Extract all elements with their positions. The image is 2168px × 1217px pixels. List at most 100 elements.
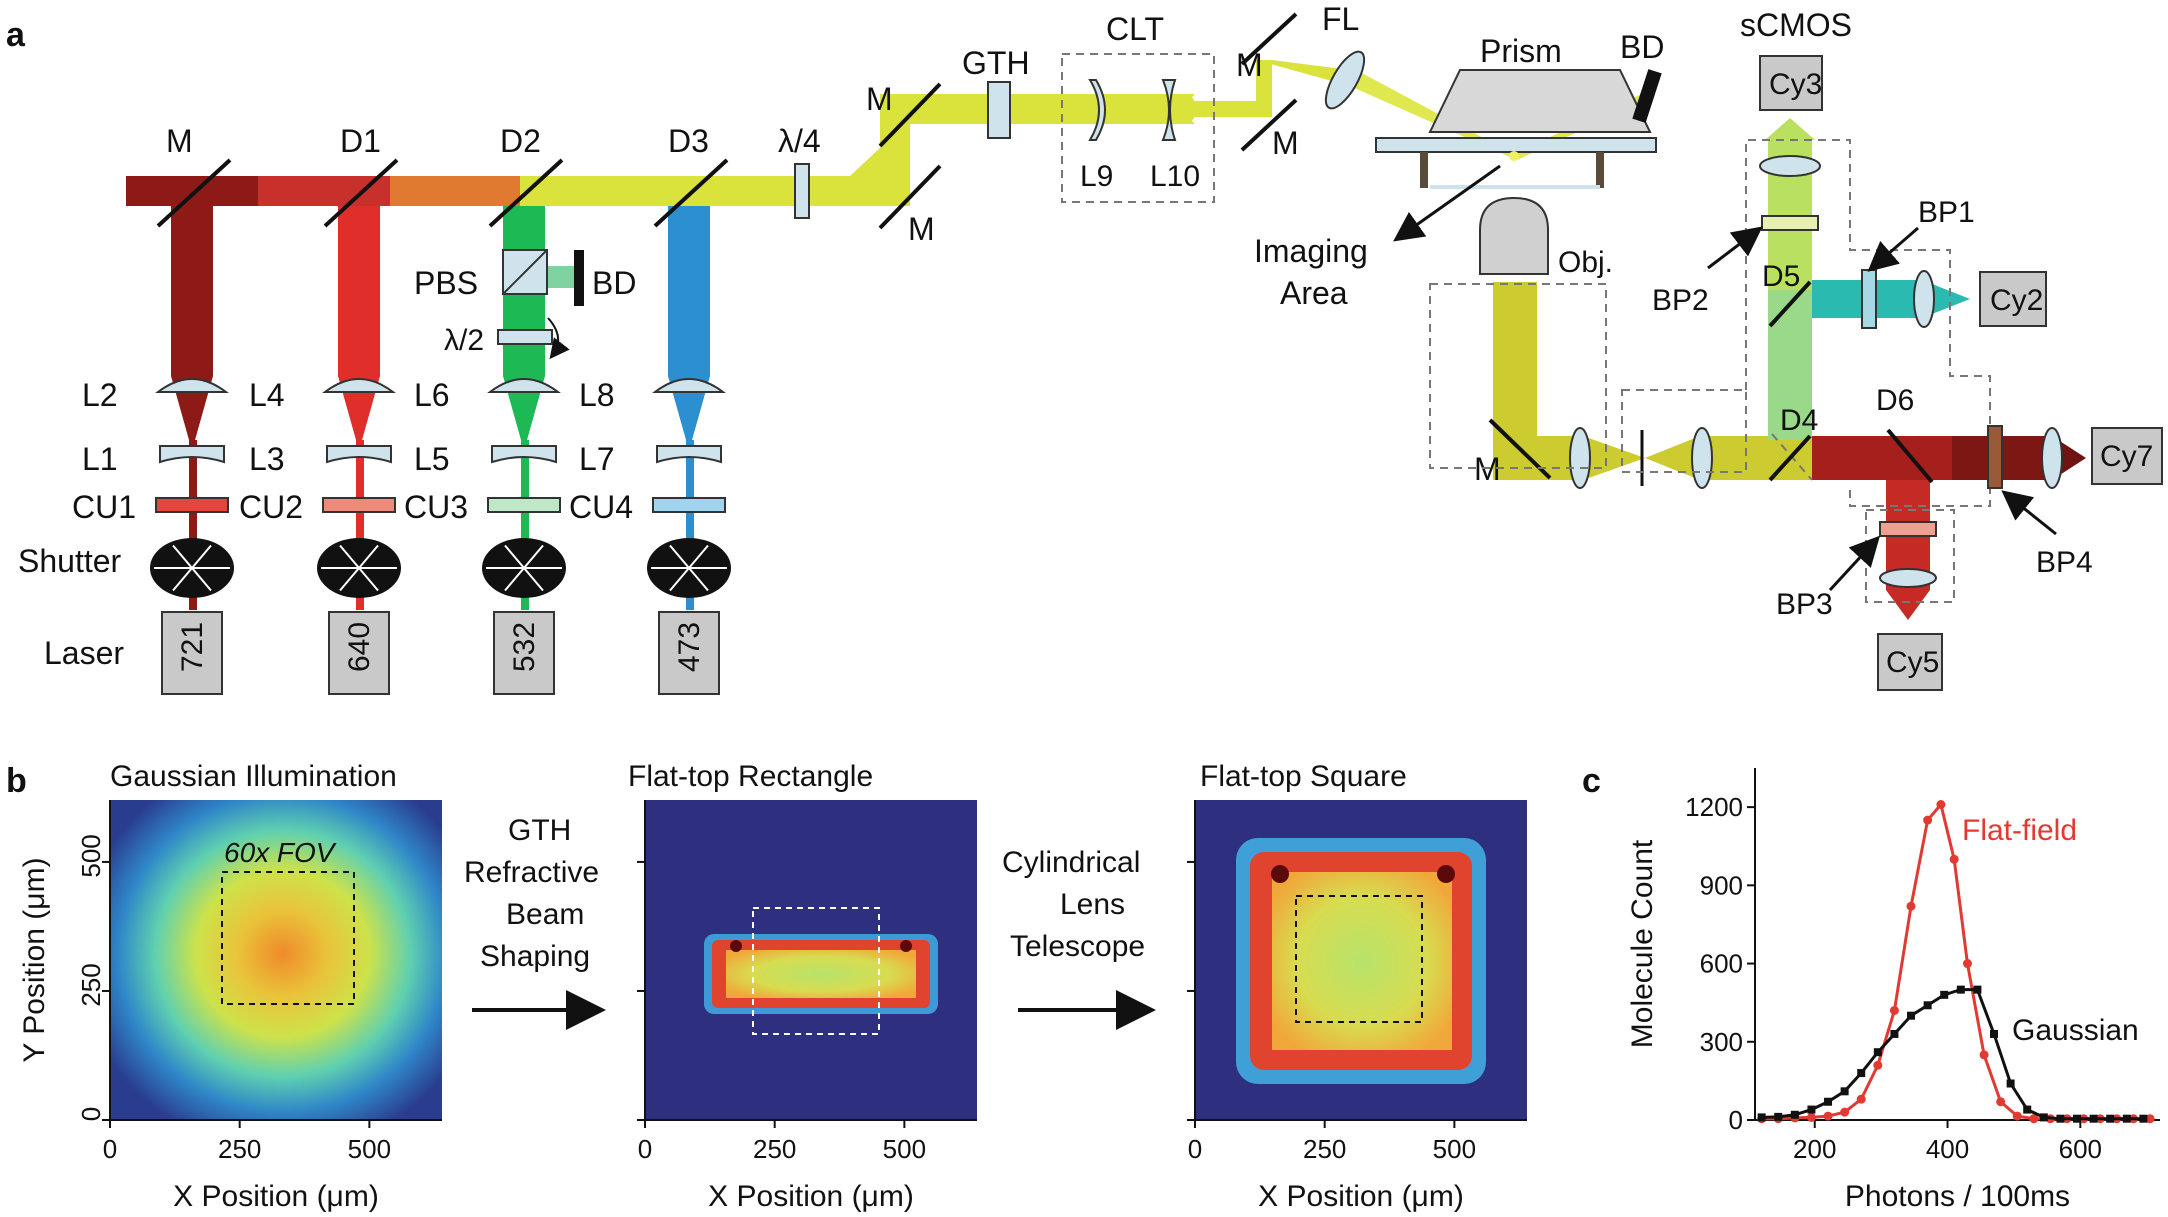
series-label-flat-field: Flat-field	[1962, 814, 2077, 847]
camera-cy2	[1979, 271, 2047, 327]
point-gaussian	[1923, 1001, 1932, 1010]
x-tick-label: 500	[883, 1134, 926, 1164]
rotation-arrow	[547, 317, 570, 360]
lens-l10	[1161, 79, 1177, 141]
cleanup-filter-640	[322, 497, 396, 513]
imaging-area-line2: Area	[1280, 275, 1348, 311]
point-gaussian	[2106, 1114, 2115, 1123]
cleanup-filter-532	[487, 497, 561, 513]
objective	[1479, 196, 1549, 275]
d6-label: D6	[1876, 384, 1914, 417]
square-hotspot-left	[1271, 865, 1289, 883]
dichroic-d4	[1768, 434, 1812, 482]
camera-cy2-label: Cy2	[1990, 284, 2043, 317]
shutter-blade	[191, 567, 212, 592]
point-flat-field	[1840, 1107, 1850, 1117]
imaging-area-line1: Imaging	[1254, 233, 1368, 269]
illumination-spot	[1509, 151, 1519, 161]
point-flat-field	[1923, 815, 1933, 825]
cleanup-label-473: CU4	[569, 489, 633, 525]
point-gaussian	[2073, 1114, 2082, 1123]
shutter-blade	[339, 544, 360, 569]
shutter-blade	[191, 544, 212, 569]
shutter-blade	[688, 544, 709, 569]
pbs-label: PBS	[414, 265, 478, 301]
relay-box	[1429, 283, 1607, 469]
cy7-lens	[2041, 427, 2063, 489]
chart-y-tick-label: 300	[1700, 1027, 1743, 1057]
half-wave-plate	[497, 329, 553, 345]
camera-cy3-label: Cy3	[1769, 68, 1822, 101]
top-mirrors	[156, 12, 1298, 230]
cy2-lens	[1913, 270, 1935, 328]
point-flat-field	[1856, 1094, 1866, 1104]
shutter-blade	[669, 544, 690, 569]
lens-top-label-721: L2	[82, 377, 118, 413]
arrow1-line1: GTH	[508, 814, 571, 847]
lens-top-label-532: L6	[414, 377, 450, 413]
arrow2-line2: Lens	[1060, 888, 1125, 921]
camera-cy3	[1759, 55, 1823, 111]
cy3-lens	[1759, 155, 1821, 177]
quarter-wave-plate	[794, 163, 810, 219]
bp1-filter	[1861, 269, 1877, 329]
shutter-blade	[504, 567, 525, 592]
splitter-box	[1745, 139, 1991, 507]
arrow2-line1: Cylindrical	[1002, 846, 1140, 879]
slide-spacer-left	[1420, 152, 1428, 188]
slide	[1375, 137, 1657, 153]
focusing-lens	[1324, 50, 1366, 110]
fov-box-3	[1295, 895, 1423, 1023]
lens-top-532	[487, 378, 561, 393]
point-flat-field	[1979, 1050, 1989, 1060]
lens-bottom-640	[326, 445, 392, 464]
map1-title: Gaussian Illumination	[110, 760, 397, 793]
clt-box	[1061, 53, 1215, 203]
panel-label-a: a	[6, 16, 26, 54]
camera-cy5-label: Cy5	[1886, 646, 1939, 679]
shutter-blade	[358, 567, 379, 592]
lens-top-473	[652, 378, 726, 393]
square-map-fill	[1272, 872, 1452, 1050]
gth-element	[987, 81, 1011, 139]
bp4-arrow	[2001, 490, 2057, 536]
lens-bottom-label-721: L1	[82, 441, 118, 477]
point-gaussian	[2122, 1114, 2131, 1123]
bp4-label: BP4	[2036, 546, 2093, 579]
mirror-label-d3: D3	[668, 123, 709, 159]
beam-dump-right	[1632, 69, 1662, 123]
lens-bottom-label-640: L3	[249, 441, 285, 477]
lens-bottom-532	[491, 445, 557, 464]
laser-wavelength-532: 532	[508, 622, 541, 672]
map2-title: Flat-top Rectangle	[628, 760, 873, 793]
lens-top-640	[322, 378, 396, 393]
slide-spacer-right	[1596, 152, 1604, 188]
cleanup-filter-721	[155, 497, 229, 513]
mirror-label-m1: M	[866, 81, 893, 117]
point-gaussian	[2056, 1114, 2065, 1123]
shutter-blade	[523, 544, 544, 569]
scmos-label: sCMOS	[1740, 7, 1852, 43]
bp2-arrow	[1707, 226, 1763, 270]
point-flat-field	[1806, 1112, 1816, 1122]
lens-bottom-label-532: L5	[414, 441, 450, 477]
point-gaussian	[1973, 985, 1982, 994]
laser-box-532	[493, 611, 555, 695]
d4-label: D4	[1780, 404, 1818, 437]
arrow2-line3: Telescope	[1010, 930, 1145, 963]
map3-title: Flat-top Square	[1200, 760, 1407, 793]
fl-label: FL	[1322, 1, 1359, 37]
gth-label: GTH	[962, 45, 1030, 81]
emission-path	[1493, 118, 2086, 620]
mirror-label-d1: D1	[340, 123, 381, 159]
chart-x-tick-label: 600	[2059, 1134, 2102, 1164]
bp3-label: BP3	[1776, 588, 1833, 621]
laser-box-473	[658, 611, 720, 695]
shutter-blade	[339, 567, 360, 592]
point-flat-field	[1949, 854, 1959, 864]
bp4-filter	[1987, 425, 2003, 489]
bp1-label: BP1	[1918, 196, 1975, 229]
chart-x-tick-label: 400	[1926, 1134, 1969, 1164]
point-gaussian	[1790, 1110, 1799, 1119]
mirror-label-m2: M	[908, 211, 935, 247]
